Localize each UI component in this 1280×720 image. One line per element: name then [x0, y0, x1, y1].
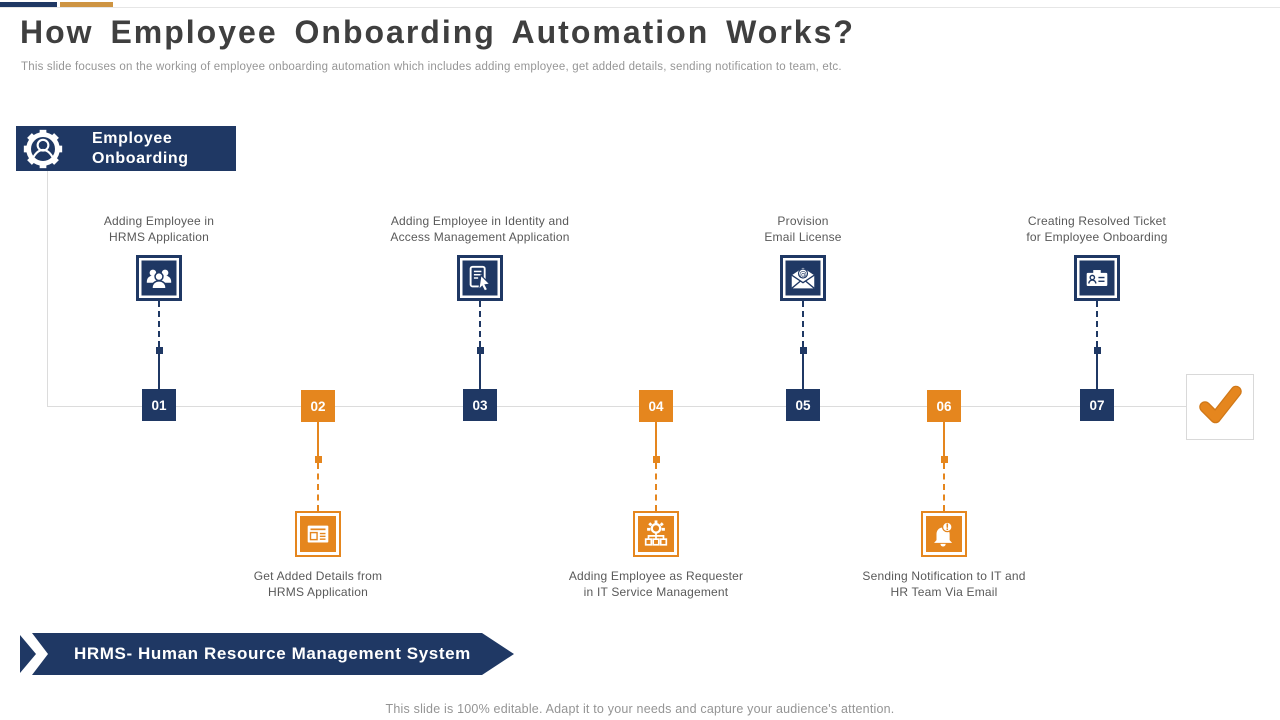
step-number: 04: [639, 390, 673, 422]
step-dashed-line: [158, 301, 160, 347]
step-label: Get Added Details from HRMS Application: [253, 569, 383, 599]
step-dashed-line: [655, 463, 657, 511]
employee-onboarding-badge: Employee Onboarding: [16, 126, 236, 171]
step-label: Provision Email License: [764, 214, 842, 244]
svg-text:!: !: [945, 523, 949, 533]
step-dashed-line: [943, 463, 945, 511]
check-icon: [1196, 383, 1244, 432]
hrms-banner-shape: [20, 633, 514, 675]
org-gear-icon: [633, 511, 679, 557]
step-label: Adding Employee in HRMS Application: [103, 214, 215, 244]
step-number: 01: [142, 389, 176, 421]
team-icon: [136, 255, 182, 301]
page-subtitle: This slide focuses on the working of emp…: [21, 61, 842, 73]
step-dashed-line: [1096, 301, 1098, 347]
step-solid-line: [802, 354, 804, 389]
svg-text:@: @: [799, 269, 807, 278]
page-title: How Employee Onboarding Automation Works…: [20, 14, 855, 50]
step-dashed-line: [479, 301, 481, 347]
id-card-icon: [1074, 255, 1120, 301]
step-solid-line: [943, 422, 945, 456]
timeline-step-02: 02 Get Added Details from HRMS Applicati…: [198, 390, 438, 601]
hrms-banner-label: HRMS- Human Resource Management System: [74, 644, 471, 663]
accent-bar-gold: [60, 2, 113, 7]
step-connector-dot: [155, 347, 163, 354]
step-solid-line: [479, 354, 481, 389]
step-solid-line: [655, 422, 657, 456]
step-number: 02: [301, 390, 335, 422]
timeline-step-01: Adding Employee in HRMS Application 01: [39, 214, 279, 421]
timeline-step-04: 04 Adding Employee as Requester in IT Se…: [536, 390, 776, 601]
gear-person-icon: [16, 126, 70, 172]
timeline-step-05: Provision Email License @ 05: [683, 214, 923, 421]
timeline-end-box: [1186, 374, 1254, 440]
step-connector-dot: [940, 456, 948, 463]
document-icon: [295, 511, 341, 557]
touch-screen-icon: [457, 255, 503, 301]
step-connector-dot: [652, 456, 660, 463]
timeline-step-07: Creating Resolved Ticket for Employee On…: [977, 214, 1217, 421]
top-divider: [0, 7, 1280, 8]
step-dashed-line: [802, 301, 804, 347]
step-number: 06: [927, 390, 961, 422]
email-at-icon: @: [780, 255, 826, 301]
timeline-step-06: 06 ! Sending Notification to IT and HR T…: [824, 390, 1064, 601]
step-number: 05: [786, 389, 820, 421]
step-label: Adding Employee in Identity and Access M…: [390, 214, 570, 244]
step-solid-line: [317, 422, 319, 456]
step-solid-line: [1096, 354, 1098, 389]
footer-note: This slide is 100% editable. Adapt it to…: [385, 702, 895, 716]
step-label: Creating Resolved Ticket for Employee On…: [1026, 214, 1168, 244]
step-number: 03: [463, 389, 497, 421]
step-connector-dot: [476, 347, 484, 354]
badge-label: Employee Onboarding: [92, 129, 189, 167]
timeline-step-03: Adding Employee in Identity and Access M…: [360, 214, 600, 421]
step-connector-dot: [314, 456, 322, 463]
timeline-line: [47, 406, 1186, 407]
step-solid-line: [158, 354, 160, 389]
step-label: Adding Employee as Requester in IT Servi…: [568, 569, 744, 599]
badge-connector-line: [47, 171, 48, 406]
bell-alert-icon: !: [921, 511, 967, 557]
step-label: Sending Notification to IT and HR Team V…: [862, 569, 1026, 599]
step-connector-dot: [799, 347, 807, 354]
step-dashed-line: [317, 463, 319, 511]
step-connector-dot: [1093, 347, 1101, 354]
accent-bar-navy: [0, 2, 57, 7]
step-number: 07: [1080, 389, 1114, 421]
